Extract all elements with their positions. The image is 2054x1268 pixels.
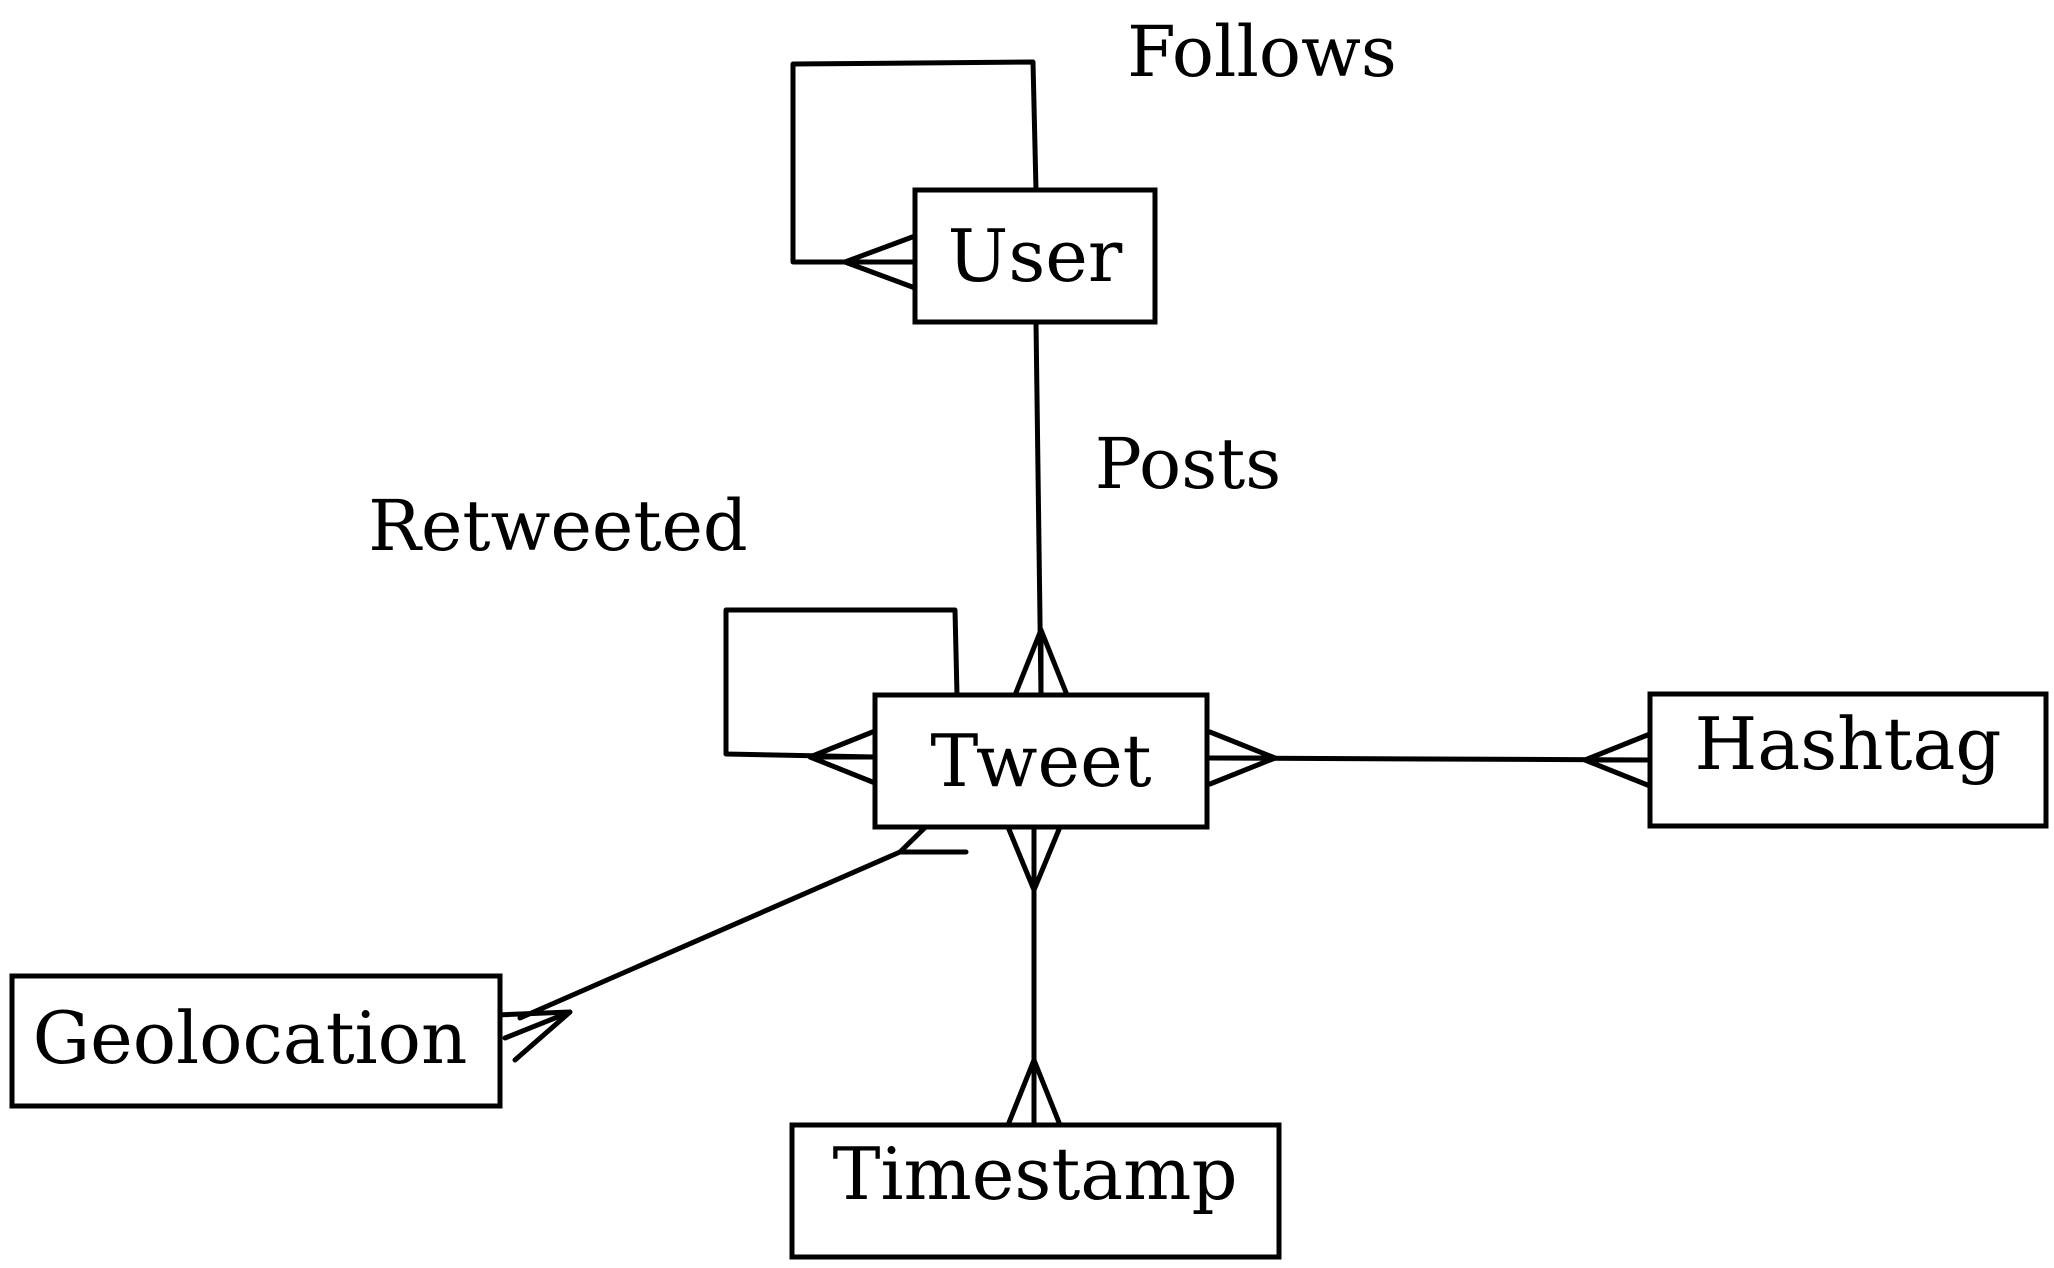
retweeted-connector [723,607,960,786]
entity-user-label: User [948,214,1123,298]
posts-crows-foot [1012,627,1070,698]
entity-hashtag-label: Hashtag [1695,702,2002,786]
entity-timestamp-label: Timestamp [832,1132,1237,1216]
tweet-side-crows-foot [1207,729,1278,787]
posts-connector [1012,319,1070,698]
tweet-hashtag-connector [1207,729,1653,789]
entity-timestamp: Timestamp [789,1122,1282,1260]
relationship-retweeted-label: Retweeted [368,485,747,567]
entity-user: User [912,187,1158,325]
entity-tweet-label: Tweet [930,719,1151,803]
tweet-geolocation-connector [492,805,969,1063]
hashtag-side-crows-foot [1582,731,1653,789]
geolocation-side-crows-foot [492,1009,573,1063]
entity-hashtag: Hashtag [1647,691,2049,829]
follows-connector [790,59,1039,291]
entity-tweet: Tweet [872,692,1210,830]
relationship-posts-label: Posts [1095,423,1281,505]
entity-geolocation-label: Geolocation [33,996,468,1080]
tweet-side-crows-foot [1005,824,1063,893]
retweeted-crows-foot [807,728,878,786]
relationship-follows-label: Follows [1127,11,1397,93]
follows-crows-foot [842,233,918,291]
timestamp-side-crows-foot [1005,1057,1063,1128]
entity-geolocation: Geolocation [9,973,503,1109]
tweet-timestamp-connector [1005,824,1063,1128]
